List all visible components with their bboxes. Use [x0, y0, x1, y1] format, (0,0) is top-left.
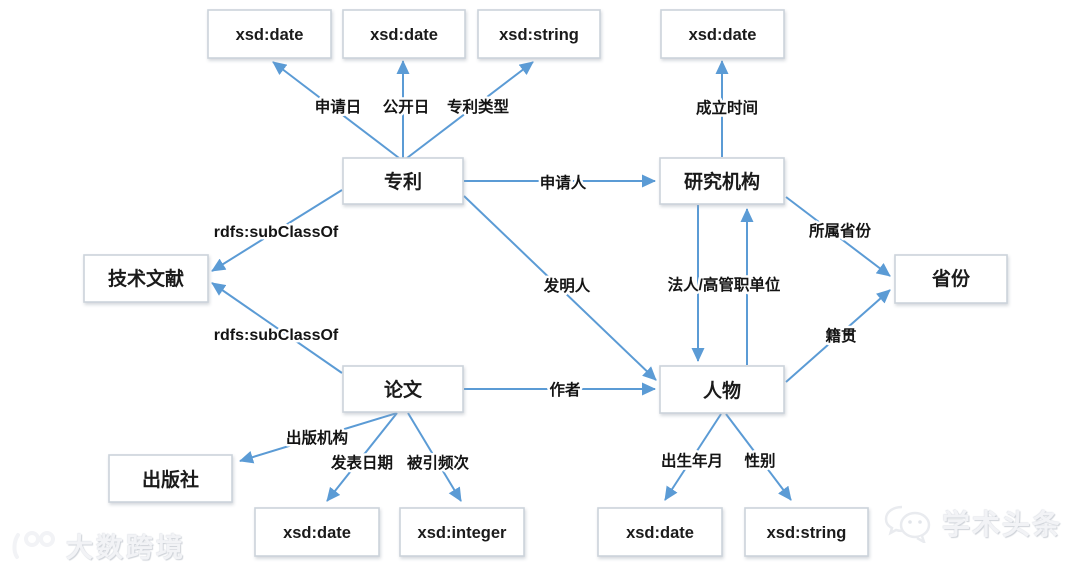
edge-gender-line — [725, 413, 792, 501]
wechat-icon — [884, 505, 931, 543]
node-xsd-date-apply: xsd:date — [207, 9, 332, 59]
edge-citation-count-label: 被引频次 — [407, 453, 470, 472]
node-xsd-string-gender-box — [744, 507, 869, 557]
node-person: 人物 — [659, 365, 785, 414]
node-paper-box — [342, 365, 464, 413]
node-province-label: 省份 — [931, 267, 971, 290]
edge-patent-type-label: 专利类型 — [447, 97, 510, 116]
node-research-org-box — [659, 157, 785, 205]
edge-publication-date-label: 公开日 — [383, 98, 430, 116]
node-tech-literature-box — [83, 254, 209, 303]
edge-affiliated-province-line — [785, 196, 891, 277]
node-xsd-date-birth: xsd:date — [597, 507, 723, 557]
watermark-right-brand-text: 学术头条 — [941, 509, 1062, 540]
edge-inventor-label: 发明人 — [543, 276, 591, 295]
edge-subclass-paper-line — [211, 282, 343, 374]
edge-founding-time-label: 成立时间 — [696, 98, 758, 117]
edge-publishing-org-line — [239, 412, 398, 464]
edge-native-place-label: 籍贯 — [825, 326, 856, 345]
edge-application-date-line — [272, 61, 400, 159]
edge-birth-date-line — [664, 413, 722, 501]
edge-citation-count-line — [407, 412, 462, 502]
big-data-crossborder-logo-icon — [12, 530, 55, 559]
node-xsd-date-founded-label: xsd:date — [689, 26, 757, 44]
edge-subclass-patent-line — [211, 189, 343, 272]
node-patent-label: 专利 — [384, 170, 422, 193]
edge-publishing-org-label: 出版机构 — [286, 428, 348, 447]
node-paper-label: 论文 — [384, 378, 423, 401]
node-xsd-date-publish-label: xsd:date — [370, 26, 438, 44]
node-patent: 专利 — [342, 157, 464, 205]
node-province: 省份 — [894, 254, 1008, 304]
node-person-box — [659, 365, 785, 414]
edge-legal-rep-unit-label: 法人/高管职单位 — [668, 275, 781, 294]
node-layer: xsd:date xsd:date xsd:string xsd:date 专利… — [83, 9, 1008, 557]
node-research-org: 研究机构 — [659, 157, 785, 205]
node-person-label: 人物 — [703, 379, 741, 402]
edge-label-layer: 申请日 公开日 专利类型 成立时间 申请人 rdfs:subClassOf rd… — [211, 95, 874, 475]
node-xsd-string-patent-type: xsd:string — [477, 9, 601, 59]
node-xsd-string-gender: xsd:string — [744, 507, 869, 557]
node-xsd-string-gender-label: xsd:string — [767, 524, 847, 542]
edge-publish-date-line — [326, 412, 398, 502]
edge-applicant-label: 申请人 — [540, 173, 587, 192]
node-xsd-date-birth-box — [597, 507, 723, 557]
node-tech-literature-label: 技术文献 — [108, 267, 184, 290]
node-xsd-integer-citations: xsd:integer — [399, 507, 525, 557]
node-patent-box — [342, 157, 464, 205]
node-xsd-date-publish-date-box — [254, 507, 380, 557]
node-xsd-date-publish-box — [342, 9, 466, 59]
node-xsd-string-patent-type-box — [477, 9, 601, 59]
watermark-left-brand-text: 大数跨境 — [66, 533, 186, 563]
edge-author-label: 作者 — [549, 380, 580, 399]
edge-application-date-label: 申请日 — [315, 97, 362, 116]
edge-native-place-line — [785, 289, 891, 383]
node-province-box — [894, 254, 1008, 304]
node-publisher-label: 出版社 — [142, 468, 199, 491]
edge-layer — [211, 60, 891, 502]
edge-birth-date-label: 出生年月 — [661, 451, 723, 470]
watermark-left-brand: 大数跨境 — [10, 526, 186, 565]
node-tech-literature: 技术文献 — [83, 254, 209, 303]
node-xsd-date-publish-date: xsd:date — [254, 507, 380, 557]
edge-affiliated-province-label: 所属省份 — [809, 221, 872, 240]
node-publisher: 出版社 — [108, 454, 233, 503]
node-xsd-date-apply-box — [207, 9, 332, 59]
node-xsd-date-apply-label: xsd:date — [236, 26, 304, 44]
edge-inventor-line — [463, 195, 657, 381]
edge-gender-label: 性别 — [744, 451, 775, 470]
node-xsd-date-publish-date-label: xsd:date — [283, 524, 351, 542]
node-xsd-integer-citations-label: xsd:integer — [418, 524, 508, 542]
node-xsd-date-founded-box — [660, 9, 785, 59]
node-xsd-integer-citations-box — [399, 507, 525, 557]
edge-subclass-paper-label: rdfs:subClassOf — [214, 327, 339, 344]
node-xsd-date-founded: xsd:date — [660, 9, 785, 59]
node-publisher-box — [108, 454, 233, 503]
node-xsd-date-publish: xsd:date — [342, 9, 466, 59]
node-research-org-label: 研究机构 — [684, 170, 760, 193]
node-xsd-date-birth-label: xsd:date — [626, 524, 694, 542]
edge-publish-date-label: 发表日期 — [330, 453, 393, 472]
edge-subclass-patent-label: rdfs:subClassOf — [214, 224, 339, 241]
node-paper: 论文 — [342, 365, 464, 413]
watermark-right-brand: 学术头条 — [882, 503, 1062, 543]
node-xsd-string-patent-type-label: xsd:string — [499, 26, 579, 44]
edge-patent-type-line — [406, 61, 534, 159]
